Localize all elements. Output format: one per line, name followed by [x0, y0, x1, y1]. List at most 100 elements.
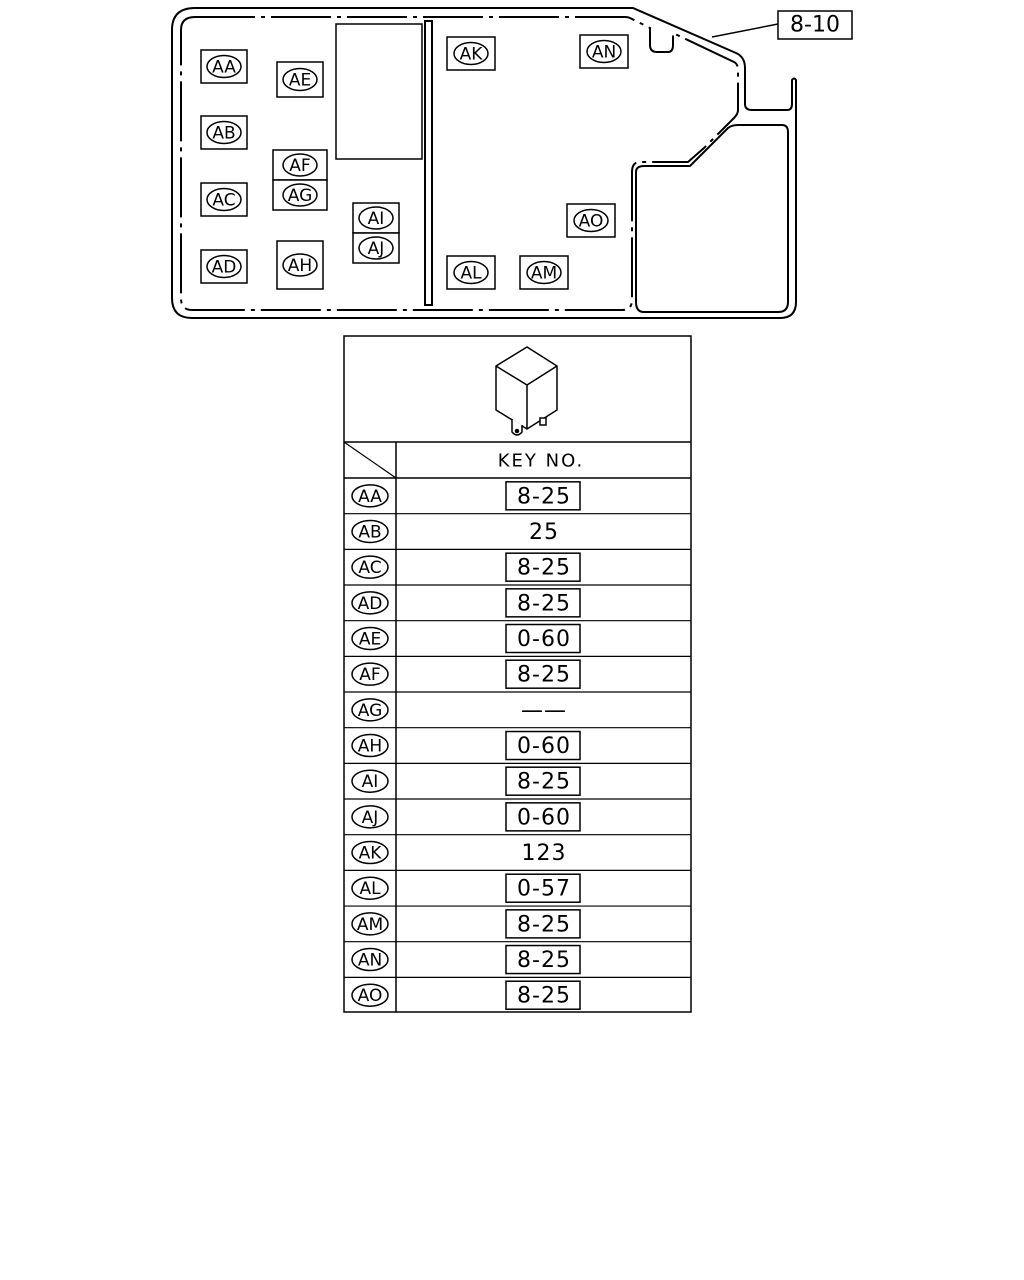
row-key-no: 25 [529, 520, 559, 545]
row-code: AN [358, 951, 382, 971]
position-label: AJ [368, 239, 385, 259]
row-key-no: 8-25 [517, 948, 571, 973]
position-oval [282, 67, 318, 92]
position-oval [282, 153, 318, 177]
row-key-no: 0-60 [517, 734, 571, 759]
position-label: AF [289, 156, 310, 176]
divider-bar [424, 20, 433, 306]
key-box [505, 659, 581, 689]
row-code-oval [351, 591, 389, 615]
row-code-oval [351, 698, 389, 722]
row-key-no: 0-60 [517, 805, 571, 830]
position-oval [206, 187, 242, 212]
position-oval [453, 260, 489, 285]
position-am: AM [519, 255, 569, 290]
position-ab: AB [200, 115, 248, 150]
row-code: AK [359, 844, 383, 864]
relay-icon [495, 346, 558, 436]
position-label: AL [460, 264, 482, 284]
row-code-oval [351, 555, 389, 579]
key-box [505, 944, 581, 975]
row-code-oval [351, 876, 389, 900]
position-label: AK [460, 45, 484, 65]
key-box [505, 588, 581, 618]
row-code-oval [351, 626, 389, 651]
table-header-key-no: KEY NO. [498, 451, 585, 472]
position-label: AB [212, 124, 235, 144]
position-ao: AO [566, 203, 616, 238]
row-code: AI [362, 772, 379, 792]
position-label: AH [288, 256, 312, 276]
row-code-oval [351, 805, 389, 829]
position-label: AE [289, 71, 311, 91]
key-box [505, 552, 581, 582]
position-al: AL [446, 255, 496, 290]
table-row: AK 123 [344, 834, 691, 866]
position-af: AF [272, 149, 328, 181]
position-ah: AH [276, 240, 324, 290]
position-label: AG [288, 186, 313, 206]
row-code: AE [359, 630, 381, 650]
key-box [505, 873, 581, 903]
row-key-no: 8-25 [517, 591, 571, 616]
position-label: AI [368, 209, 385, 229]
position-label: AN [592, 43, 616, 63]
callout-ref-text: 8-10 [790, 13, 840, 38]
row-code-oval [351, 947, 389, 972]
position-ai: AI [352, 202, 400, 234]
row-code: AH [358, 737, 382, 757]
key-box [505, 730, 581, 761]
position-ag: AG [272, 179, 328, 211]
position-ad: AD [200, 249, 248, 284]
row-code-oval [351, 519, 389, 544]
table-row: AE 0-60 [344, 620, 691, 654]
callout-box [777, 10, 853, 40]
key-box [505, 623, 581, 654]
relay-box-outline [171, 7, 797, 319]
row-key-no: 0-60 [517, 627, 571, 652]
table-outer [343, 335, 692, 1013]
position-label: AO [579, 212, 604, 232]
row-code-oval [351, 840, 389, 865]
position-oval [586, 39, 622, 64]
position-label: AM [531, 264, 557, 284]
position-oval [526, 260, 562, 285]
row-code-oval [351, 983, 389, 1007]
table-row: AG—— [344, 691, 691, 723]
position-oval [453, 41, 489, 66]
row-code-oval [351, 769, 389, 793]
row-code-oval [351, 662, 389, 686]
callout-leader [711, 23, 779, 38]
row-code-oval [351, 733, 389, 758]
row-key-no: 8-25 [517, 984, 571, 1009]
position-ak: AK [446, 36, 496, 71]
position-label: AA [212, 58, 236, 78]
row-code: AA [358, 487, 382, 507]
table-row: AJ 0-60 [344, 798, 691, 832]
position-oval [358, 236, 394, 260]
row-code: AM [357, 915, 383, 935]
table-row: AI 8-25 [344, 762, 691, 796]
row-key-no: 8-25 [517, 770, 571, 795]
inner-block [335, 23, 423, 160]
row-code: AJ [362, 808, 379, 828]
position-oval [282, 183, 318, 207]
position-aj: AJ [352, 232, 400, 264]
row-key-no: 8-25 [517, 663, 571, 688]
position-label: AD [212, 258, 237, 278]
key-box [505, 980, 581, 1010]
position-oval [358, 206, 394, 230]
position-oval [206, 54, 242, 79]
row-key-no: 123 [522, 841, 567, 866]
table-corner-diagonal [343, 441, 397, 479]
position-oval [282, 253, 318, 277]
row-key-no: 8-25 [517, 484, 571, 509]
